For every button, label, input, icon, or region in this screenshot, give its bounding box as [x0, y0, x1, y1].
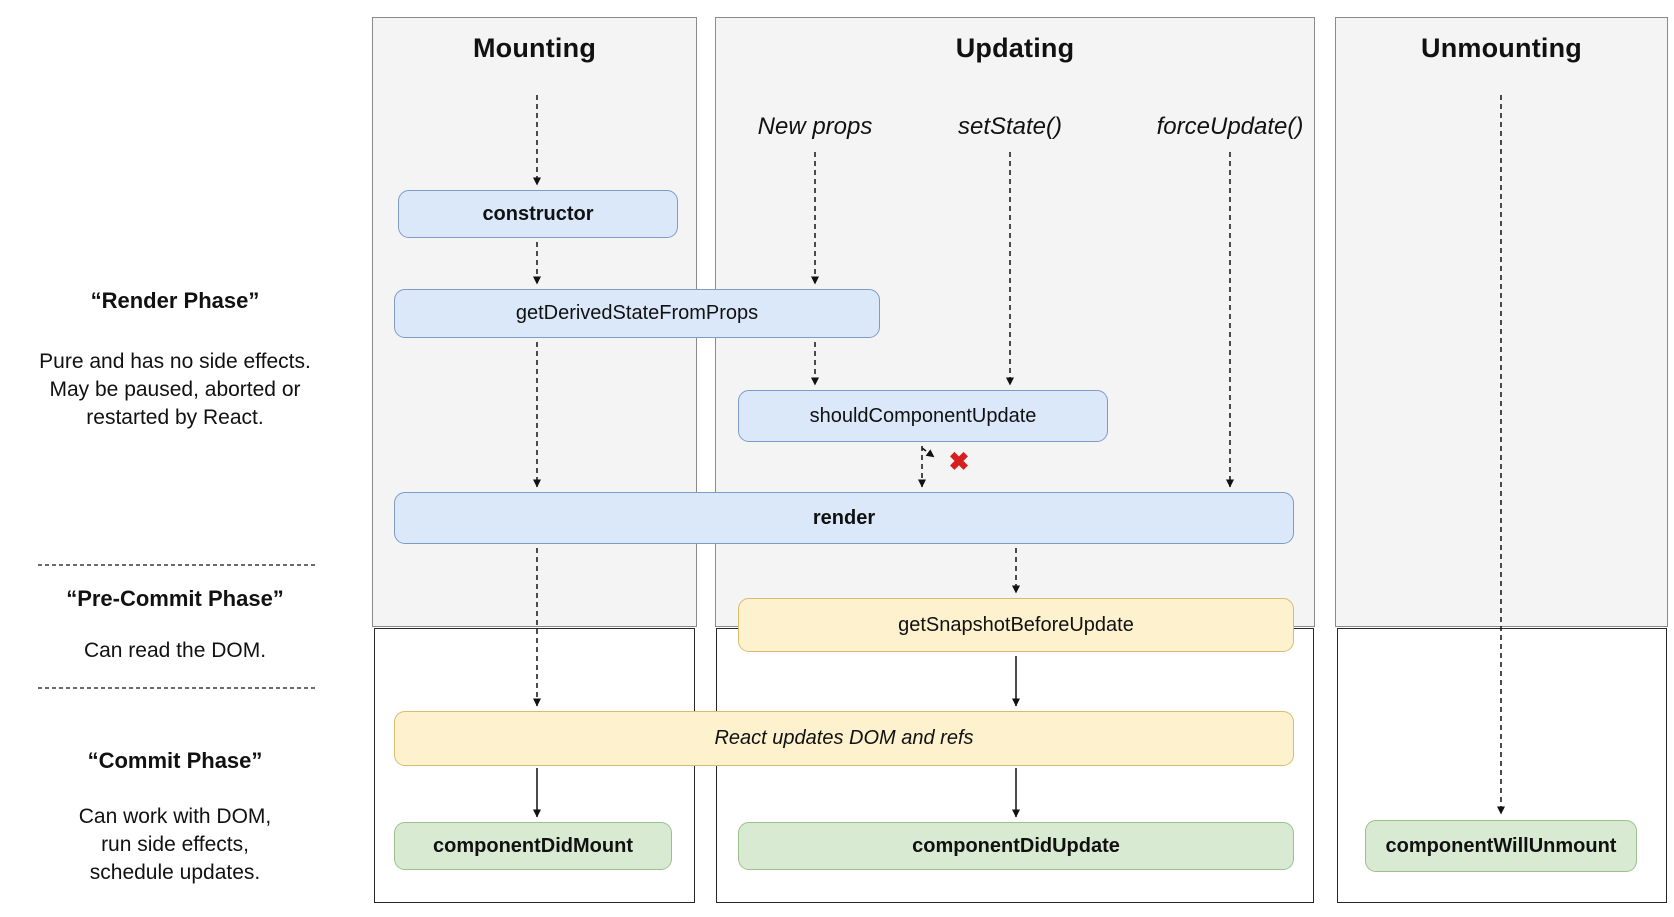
- component-will-unmount-box: componentWillUnmount: [1365, 820, 1637, 872]
- pre-commit-phase-title: “Pre-Commit Phase”: [66, 586, 284, 611]
- commit-phase-line-2: run side effects,: [101, 833, 249, 856]
- no-update-x-icon: ✖: [948, 448, 970, 476]
- setstate-label: setState(): [957, 113, 1063, 140]
- commit-phase-description: Can work with DOM, run side effects, sch…: [25, 803, 325, 887]
- should-component-update-box: shouldComponentUpdate: [738, 390, 1108, 442]
- get-snapshot-before-update-box: getSnapshotBeforeUpdate: [738, 598, 1294, 652]
- render-phase-line-3: restarted by React.: [86, 406, 264, 429]
- pre-commit-phase-description: Can read the DOM.: [25, 637, 325, 665]
- component-did-update-box: componentDidUpdate: [738, 822, 1294, 870]
- unmounting-column-title: Unmounting: [1421, 33, 1582, 63]
- new-props-label: New props: [757, 113, 873, 140]
- render-phase-line-2: May be paused, aborted or: [49, 378, 301, 401]
- commit-phase-title: “Commit Phase”: [87, 748, 263, 773]
- get-derived-state-from-props-box: getDerivedStateFromProps: [394, 289, 880, 338]
- component-did-mount-box: componentDidMount: [394, 822, 672, 870]
- render-phase-line-1: Pure and has no side effects.: [39, 350, 311, 373]
- constructor-box: constructor: [398, 190, 678, 238]
- render-phase-title: “Render Phase”: [90, 288, 260, 313]
- updating-column-title: Updating: [955, 33, 1075, 63]
- commit-phase-line-3: schedule updates.: [89, 861, 261, 884]
- render-phase-description: Pure and has no side effects. May be pau…: [25, 348, 325, 432]
- render-box: render: [394, 492, 1294, 544]
- forceupdate-label: forceUpdate(): [1156, 113, 1304, 140]
- react-updates-dom-refs-box: React updates DOM and refs: [394, 711, 1294, 766]
- mounting-column-title: Mounting: [472, 33, 597, 63]
- pre-commit-phase-line-1: Can read the DOM.: [83, 639, 267, 662]
- commit-phase-line-1: Can work with DOM,: [78, 805, 272, 828]
- unmounting-render-phase-region: [1335, 17, 1668, 627]
